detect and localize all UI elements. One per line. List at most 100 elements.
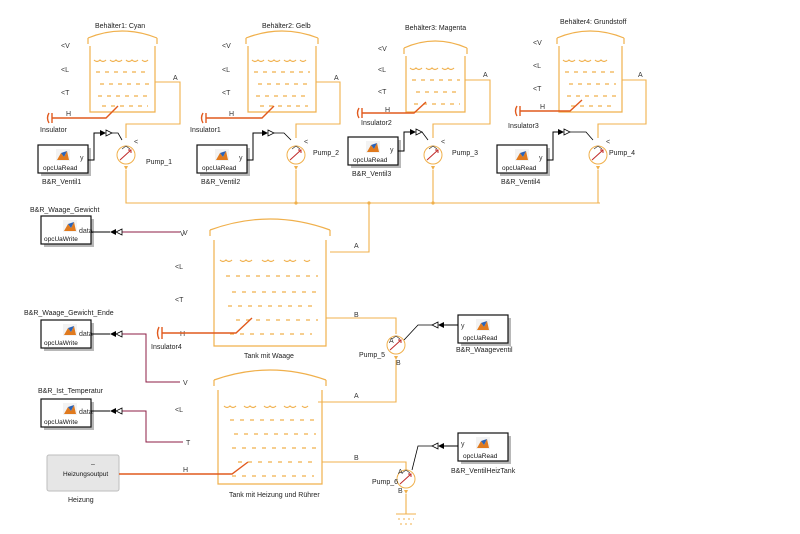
port-t: <T (222, 90, 231, 97)
block-name: B&R_Ventil2 (201, 179, 240, 186)
block-name: B&R_Ist_Temperatur (38, 388, 104, 395)
port-data: data (79, 331, 93, 338)
port-h: H (540, 104, 545, 111)
block-name: B&R_Ventil3 (352, 171, 391, 178)
block-label: opcUaRead (43, 165, 78, 172)
port-y: y (539, 155, 543, 162)
pump-label: Pump_1 (146, 159, 172, 166)
tank-heizung[interactable] (213, 369, 327, 485)
port-b: B (398, 488, 403, 495)
opcua-read-block-ventilheiztank[interactable]: opcUaRead y (457, 432, 511, 464)
port-v: <V (533, 40, 542, 47)
opcua-read-block-ventil1[interactable]: opcUaRead y (37, 144, 91, 176)
tank-title: Tank mit Waage (244, 353, 294, 360)
insulator-label: Insulator1 (190, 127, 221, 134)
opcua-write-block-gewicht-ende[interactable]: data opcUaWrite (40, 319, 94, 351)
pump-icon[interactable] (116, 145, 136, 170)
pump-icon[interactable] (286, 145, 306, 170)
port-l: <L (175, 264, 183, 271)
port-y: y (461, 441, 465, 448)
reservoir-icon (396, 513, 416, 525)
port-l: <L (378, 67, 386, 74)
port-v-in: V (183, 380, 188, 387)
insulator-icon[interactable] (156, 326, 160, 340)
tank-title: Tank mit Heizung und Rührer (229, 492, 320, 499)
port-t: <T (533, 86, 542, 93)
opcua-read-block-ventil3[interactable]: opcUaRead y (347, 136, 401, 168)
port-t: <T (61, 90, 70, 97)
heizung-block[interactable]: – Heizungsoutput (46, 454, 120, 492)
port-a: A (638, 72, 643, 79)
insulator-label: Insulator (40, 127, 68, 134)
port-l: <L (175, 407, 183, 414)
port-data: data (79, 228, 93, 235)
port-b: B (354, 312, 359, 319)
insulator-label: Insulator4 (151, 344, 182, 351)
block-name: Heizung (68, 497, 94, 504)
block-name: B&R_Waage_Gewicht (30, 207, 99, 214)
pump-label: Pump_4 (609, 150, 635, 157)
port-a: A (483, 72, 488, 79)
svg-text:–: – (91, 461, 95, 468)
tank-cyan[interactable] (87, 30, 158, 113)
block-name: B&R_Waage_Gewicht_Ende (24, 310, 114, 317)
opcua-write-block-temperatur[interactable]: data opcUaWrite (40, 398, 94, 430)
port-h: H (180, 331, 185, 338)
insulator-icon[interactable] (514, 105, 518, 117)
tank-title: Behälter4: Grundstoff (560, 19, 626, 26)
block-name: B&R_Waageventil (456, 347, 513, 354)
tank-title: Behälter2: Gelb (262, 23, 311, 30)
port-a: A (173, 75, 178, 82)
tank-gelb[interactable] (245, 30, 319, 113)
block-label: opcUaWrite (44, 340, 78, 347)
opcua-read-block-ventil2[interactable]: opcUaRead y (196, 144, 250, 176)
port-l: <L (61, 67, 69, 74)
heizung-port-label: Heizungsoutput (63, 471, 108, 478)
port-t: <T (175, 297, 184, 304)
pump-icon[interactable] (423, 145, 443, 170)
tank-title: Behälter3: Magenta (405, 25, 466, 32)
opcua-read-block-waageventil[interactable]: opcUaRead y (457, 314, 511, 346)
port-t-in: T (186, 440, 191, 447)
port-v: <V (378, 46, 387, 53)
port-h: H (66, 111, 71, 118)
tank-grundstoff[interactable] (556, 30, 625, 113)
block-label: opcUaRead (463, 453, 498, 460)
insulator-icon[interactable] (356, 107, 360, 119)
port-y: y (239, 155, 243, 162)
port-a: A (354, 243, 359, 250)
port-v: <V (61, 43, 70, 50)
port-v-in: V (180, 231, 185, 238)
block-label: opcUaWrite (44, 236, 78, 243)
block-label: opcUaRead (202, 165, 237, 172)
pump-icon[interactable] (386, 335, 406, 360)
port-c: < (441, 139, 445, 146)
insulator-icon[interactable] (200, 112, 204, 124)
tank-waage[interactable] (209, 218, 331, 347)
port-y: y (390, 147, 394, 154)
port-a: A (398, 469, 403, 476)
insulator-icon[interactable] (46, 112, 50, 124)
opcua-write-block-gewicht[interactable]: data opcUaWrite (40, 215, 94, 247)
insulator-label: Insulator2 (361, 120, 392, 127)
block-label: opcUaRead (502, 165, 537, 172)
port-h: H (183, 467, 188, 474)
port-h: H (385, 107, 390, 114)
port-a: A (334, 75, 339, 82)
port-t: <T (378, 89, 387, 96)
pump-icon[interactable] (396, 469, 416, 494)
port-b: B (396, 360, 401, 367)
port-v-in: V (183, 230, 188, 237)
port-a: A (389, 338, 394, 345)
block-name: B&R_Ventil1 (42, 179, 81, 186)
port-y: y (461, 323, 465, 330)
block-label: opcUaRead (353, 157, 388, 164)
port-h: H (229, 111, 234, 118)
tank-magenta[interactable] (403, 40, 468, 113)
port-c: < (304, 139, 308, 146)
pump-icon[interactable] (588, 145, 608, 170)
opcua-read-block-ventil4[interactable]: opcUaRead y (496, 144, 550, 176)
port-l: <L (533, 63, 541, 70)
block-name: B&R_VentilHeizTank (451, 468, 516, 475)
